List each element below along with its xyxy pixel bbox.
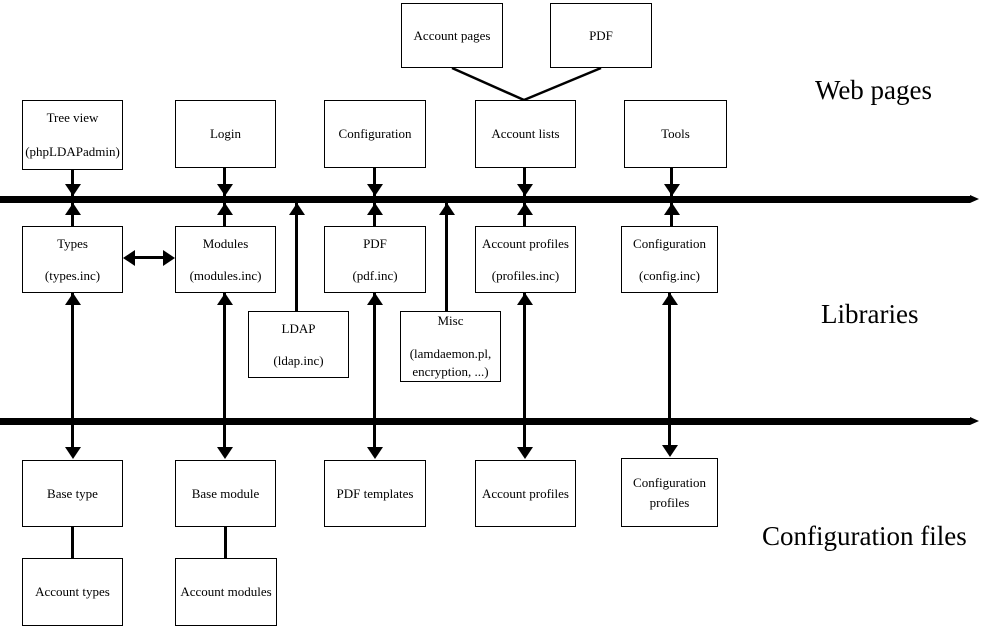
section-label-web-pages: Web pages: [815, 75, 933, 105]
box-base-type: Base type: [22, 460, 123, 527]
shaft: [523, 293, 526, 448]
arrowhead-down: [664, 184, 680, 196]
box-account-pages-label: Account pages: [413, 27, 491, 43]
box-types-line1: Types: [57, 235, 88, 251]
shaft: [373, 293, 376, 448]
shaft: [373, 203, 376, 226]
box-types-line2: (types.inc): [44, 267, 101, 283]
box-pdf-templates: PDF templates: [324, 460, 426, 527]
box-account-lists-label: Account lists: [491, 126, 560, 141]
box-base-type-label: Base type: [47, 485, 98, 501]
box-account-profiles-file-label: Account profiles: [481, 485, 569, 501]
box-pdf-lib-line1: PDF: [363, 235, 387, 251]
shaft: [223, 203, 226, 226]
arrowhead-down: [517, 184, 533, 196]
box-account-modules: Account modules: [175, 558, 277, 626]
box-account-profiles-lib-line2: (profiles.inc): [491, 267, 560, 283]
shaft: [71, 293, 74, 448]
shaft: [223, 293, 226, 448]
shaft: [523, 168, 526, 196]
arrowhead-down: [65, 184, 81, 196]
link-basetype-accounttypes: [71, 527, 74, 558]
arrowhead-left: [123, 250, 135, 266]
shaft: [670, 168, 673, 196]
box-pdf-lib: PDF (pdf.inc): [324, 226, 426, 293]
box-misc-line1: Misc: [437, 313, 464, 328]
arrowhead-down: [662, 445, 678, 457]
box-modules-line2: (modules.inc): [189, 267, 262, 283]
section-label-libraries: Libraries: [821, 299, 919, 329]
arrowhead-down: [217, 447, 233, 459]
box-configuration-lib-line2: (config.inc): [638, 267, 700, 283]
box-modules: Modules (modules.inc): [175, 226, 276, 293]
arrowhead-down: [217, 184, 233, 196]
box-configuration-profiles-line2: profiles: [649, 494, 690, 510]
section-label-config-files: Configuration files: [762, 521, 967, 551]
shaft: [373, 168, 376, 196]
shaft: [670, 203, 673, 226]
box-account-types: Account types: [22, 558, 123, 626]
box-configuration-profiles: Configuration profiles: [621, 458, 718, 527]
shaft: [223, 168, 226, 196]
box-tree-view: Tree view (phpLDAPadmin): [22, 100, 123, 170]
box-configuration-lib-line1: Configuration: [633, 235, 706, 251]
box-misc-line3: encryption, ...): [412, 364, 489, 379]
shaft: [668, 293, 671, 446]
box-configuration-page: Configuration: [324, 100, 426, 168]
box-tree-view-line2: (phpLDAPadmin): [25, 144, 120, 159]
arrowhead-down: [367, 184, 383, 196]
box-types: Types (types.inc): [22, 226, 123, 293]
box-account-modules-label: Account modules: [180, 584, 272, 599]
box-base-module-label: Base module: [191, 485, 260, 501]
box-pdf-pages: PDF: [550, 3, 652, 68]
box-misc-line2: (lamdaemon.pl,: [409, 346, 492, 361]
arrowhead-down: [517, 447, 533, 459]
bus-line-libraries-config-tip: [970, 417, 979, 425]
box-pdf-lib-line2: (pdf.inc): [352, 267, 398, 283]
box-account-profiles-lib: Account profiles (profiles.inc): [475, 226, 576, 293]
box-base-module: Base module: [175, 460, 276, 527]
box-ldap-line1: LDAP: [281, 320, 316, 336]
bus-line-web-libraries: [0, 196, 970, 203]
box-account-profiles-file: Account profiles: [475, 460, 576, 527]
bus-line-libraries-config: [0, 418, 970, 425]
box-login-label: Login: [209, 126, 242, 141]
bus-line-web-libraries-tip: [970, 195, 979, 203]
link-basemodule-accountmodules: [224, 527, 227, 558]
box-tools: Tools: [624, 100, 727, 168]
box-account-lists: Account lists: [475, 100, 576, 168]
shaft: [523, 203, 526, 226]
box-tree-view-line1: Tree view: [46, 110, 99, 125]
box-pdf-templates-label: PDF templates: [336, 485, 414, 501]
arrowhead-down: [367, 447, 383, 459]
box-configuration-lib: Configuration (config.inc): [621, 226, 718, 293]
shaft: [445, 203, 448, 311]
shaft: [71, 170, 74, 196]
box-account-pages: Account pages: [401, 3, 503, 68]
shaft: [132, 256, 166, 259]
box-configuration-profiles-line1: Configuration: [633, 474, 706, 490]
shaft: [71, 203, 74, 226]
box-misc: Misc (lamdaemon.pl, encryption, ...): [400, 311, 501, 382]
shaft: [295, 203, 298, 311]
box-tools-label: Tools: [661, 126, 690, 141]
box-modules-line1: Modules: [202, 235, 249, 251]
box-ldap-line2: (ldap.inc): [273, 352, 324, 368]
box-login: Login: [175, 100, 276, 168]
arrowhead-right: [163, 250, 175, 266]
box-configuration-page-label: Configuration: [338, 126, 412, 141]
box-account-types-label: Account types: [35, 584, 110, 599]
box-pdf-pages-label: PDF: [589, 27, 613, 43]
box-account-profiles-lib-line1: Account profiles: [481, 235, 569, 251]
box-ldap: LDAP (ldap.inc): [248, 311, 349, 378]
arrowhead-down: [65, 447, 81, 459]
